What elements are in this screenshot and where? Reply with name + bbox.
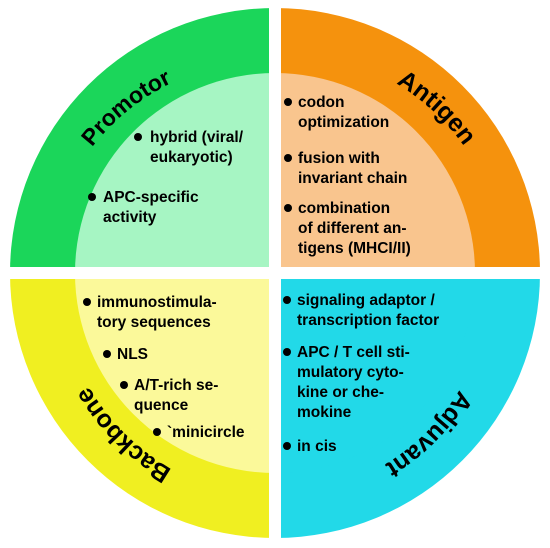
horizontal-divider: [0, 267, 550, 279]
bullet-icon: [284, 204, 292, 212]
list-item: immunostimula- tory sequences: [83, 294, 217, 331]
list-item-line: optimization: [298, 114, 389, 131]
bullet-icon: [83, 298, 91, 306]
adjuvant-items: signaling adaptor / transcription factor…: [283, 292, 439, 455]
list-item: in cis: [283, 438, 337, 455]
list-item-line: quence: [134, 397, 189, 414]
list-item-line: tigens (MHCI/II): [298, 240, 411, 257]
bullet-icon: [284, 98, 292, 106]
promotor-inner-area: [75, 73, 275, 273]
list-item: NLS: [103, 346, 148, 363]
list-item-line: fusion with: [298, 150, 380, 167]
list-item-line: immunostimula-: [97, 294, 217, 311]
list-item-line: of different an-: [298, 220, 407, 237]
list-item-line: transcription factor: [297, 312, 439, 329]
promotor-items: hybrid (viral/ eukaryotic) APC-specific …: [88, 129, 244, 226]
antigen-inner-area: [275, 73, 475, 273]
list-item-line: `minicircle: [167, 424, 245, 441]
adjuvant-inner-area: [275, 273, 475, 473]
list-item-line: hybrid (viral/: [150, 129, 244, 146]
antigen-items: codon optimization fusion with invariant…: [284, 94, 411, 257]
list-item: signaling adaptor / transcription factor: [283, 292, 439, 329]
list-item-line: kine or che-: [297, 384, 384, 401]
list-item-line: tory sequences: [97, 314, 211, 331]
list-item: fusion with invariant chain: [284, 150, 407, 187]
list-item: APC / T cell sti- mulatory cyto- kine or…: [283, 344, 410, 421]
bullet-icon: [88, 193, 96, 201]
list-item-line: activity: [103, 209, 157, 226]
list-item: A/T-rich se- quence: [120, 377, 218, 414]
adjuvant-quadrant: Adjuvant signaling adaptor / transcripti…: [275, 273, 540, 538]
bullet-icon: [283, 348, 291, 356]
list-item-line: codon: [298, 94, 345, 111]
list-item-line: mokine: [297, 404, 352, 421]
list-item: `minicircle: [153, 424, 245, 441]
bullet-icon: [134, 133, 142, 141]
promotor-quadrant: Promotor hybrid (viral/ eukaryotic) APC-…: [10, 8, 275, 273]
backbone-quadrant: Backbone immunostimula- tory sequences N…: [10, 273, 275, 538]
bullet-icon: [153, 428, 161, 436]
backbone-inner-area: [75, 273, 275, 473]
list-item-line: mulatory cyto-: [297, 364, 404, 381]
list-item-line: A/T-rich se-: [134, 377, 218, 394]
list-item-line: combination: [298, 200, 390, 217]
list-item-line: in cis: [297, 438, 337, 455]
bullet-icon: [103, 350, 111, 358]
list-item-line: eukaryotic): [150, 149, 233, 166]
antigen-quadrant: Antigen codon optimization fusion with i…: [275, 8, 540, 273]
list-item-line: NLS: [117, 346, 148, 363]
list-item-line: invariant chain: [298, 170, 407, 187]
list-item-line: APC / T cell sti-: [297, 344, 410, 361]
list-item-line: APC-specific: [103, 189, 199, 206]
list-item: codon optimization: [284, 94, 389, 131]
bullet-icon: [120, 381, 128, 389]
list-item: hybrid (viral/ eukaryotic): [134, 129, 244, 166]
list-item: APC-specific activity: [88, 189, 199, 226]
bullet-icon: [284, 154, 292, 162]
backbone-items: immunostimula- tory sequences NLS A/T-ri…: [83, 294, 245, 441]
bullet-icon: [283, 296, 291, 304]
list-item-line: signaling adaptor /: [297, 292, 435, 309]
bullet-icon: [283, 442, 291, 450]
list-item: combination of different an- tigens (MHC…: [284, 200, 411, 257]
